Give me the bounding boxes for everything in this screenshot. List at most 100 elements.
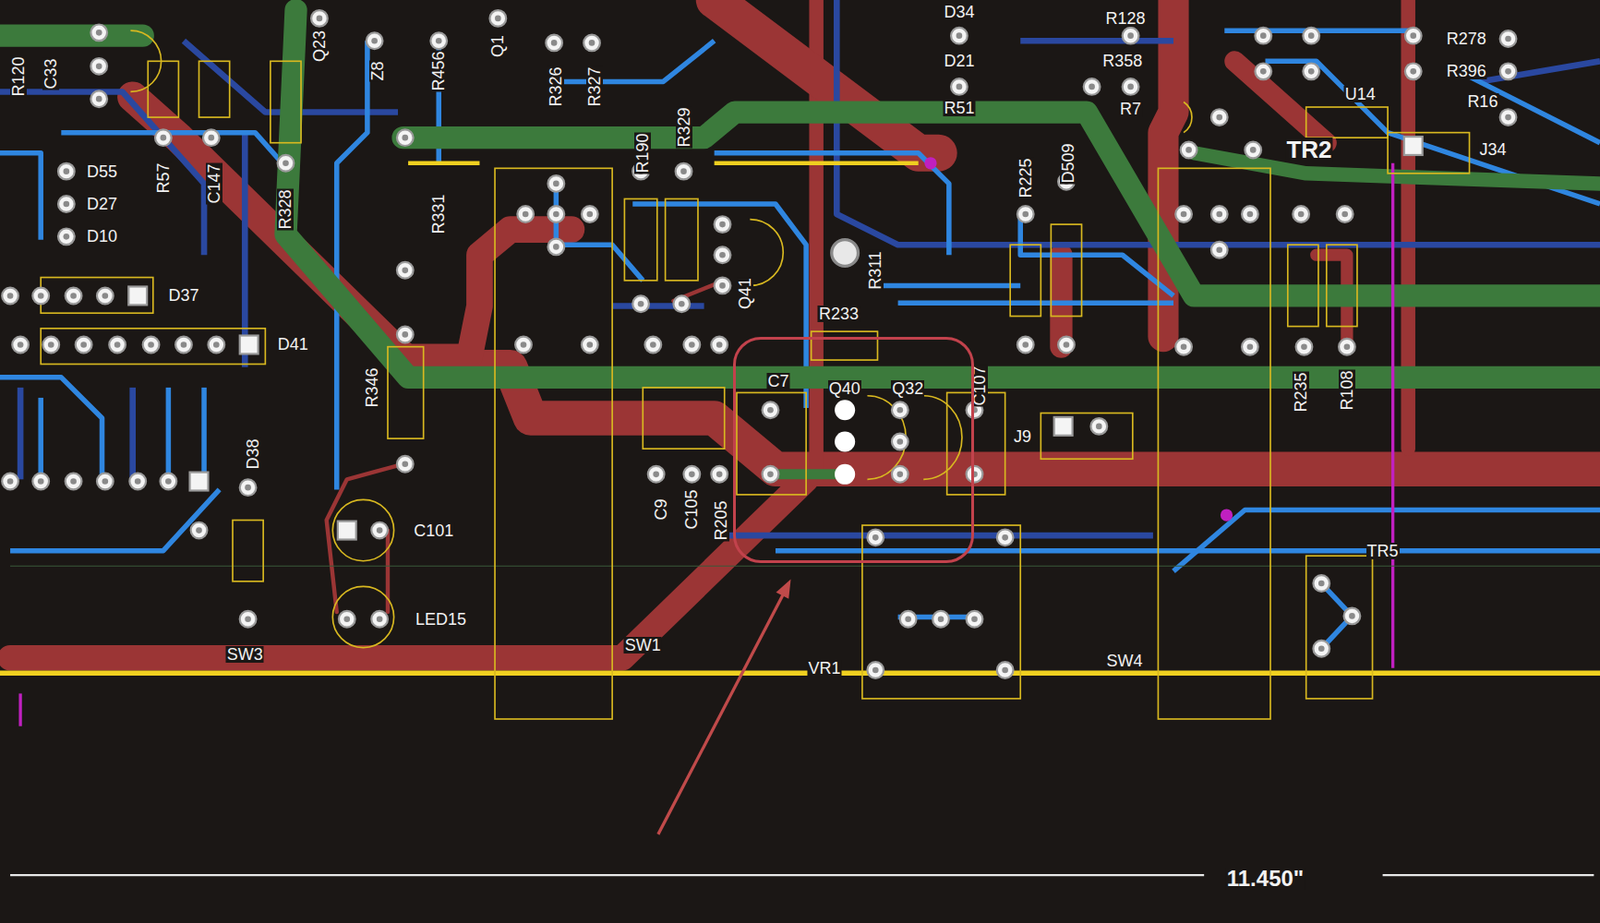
pads-item: [1500, 30, 1517, 48]
pads-item: [716, 470, 723, 478]
part-label: R51: [942, 99, 975, 117]
component-outlines-item: [1306, 555, 1373, 699]
pads-item: [1247, 343, 1254, 350]
pads-item: [1404, 136, 1423, 156]
pads-item: [719, 282, 726, 289]
pads-item: [7, 292, 14, 300]
callout-box: C7Q40Q32: [733, 336, 975, 564]
misc-lines-item: [10, 874, 1204, 877]
part-label: R346: [363, 366, 381, 409]
misc-lines-item: [408, 161, 480, 166]
pads-item: [1215, 246, 1223, 253]
pads-item: [997, 529, 1014, 546]
blue-traces-light-item: [775, 548, 1600, 554]
pads-item: [102, 478, 109, 485]
part-label: R225: [1017, 157, 1035, 200]
pads-item: [1063, 341, 1071, 349]
pads-item: [1298, 211, 1305, 218]
part-label: R326: [547, 65, 565, 108]
pads-item: [490, 10, 507, 27]
pads-item: [1254, 27, 1272, 45]
part-label: Q40: [828, 380, 862, 397]
blue-traces-light-item: [714, 153, 950, 255]
pads-item: [401, 267, 409, 275]
part-label: D37: [167, 287, 200, 304]
pads-item: [767, 470, 774, 478]
pads-item: [316, 15, 324, 23]
pads-item: [401, 331, 409, 338]
misc-lines-item: [924, 156, 937, 169]
blue-traces-dark-item: [17, 387, 25, 480]
pads-item: [70, 292, 77, 300]
pads-item: [376, 615, 384, 623]
pads-item: [165, 478, 172, 485]
misc-lines-item: [18, 693, 22, 726]
pads-item: [956, 84, 963, 91]
pads-item: [1127, 32, 1134, 39]
pads-item: [1409, 68, 1417, 75]
pads-item: [1405, 63, 1422, 81]
pads-item: [688, 341, 696, 349]
pads-item: [1244, 142, 1262, 159]
blue-traces-light-item: [336, 40, 368, 490]
pads-item: [207, 336, 225, 354]
pads-item: [180, 341, 188, 349]
pads-item: [950, 78, 968, 96]
blue-traces-light-item: [37, 397, 44, 480]
pads-item: [147, 341, 155, 349]
component-outlines-item: [1387, 132, 1469, 174]
pads-item: [244, 484, 252, 492]
pads-item: [581, 205, 599, 223]
pads-item: [70, 478, 77, 485]
pads-item: [652, 470, 660, 478]
pads-item: [632, 295, 650, 313]
pads-item: [1083, 78, 1101, 96]
blue-traces-light-item: [166, 387, 172, 480]
misc-lines-item: [1220, 508, 1233, 521]
pads-item: [32, 288, 49, 305]
pads-item: [834, 399, 855, 421]
pads-item: [1341, 211, 1348, 218]
pads-item: [938, 615, 945, 623]
pads-item: [673, 295, 690, 313]
pads-item: [1185, 146, 1192, 154]
pads-item: [42, 336, 60, 354]
pads-item: [366, 32, 384, 49]
pads-item: [96, 63, 103, 71]
pads-item: [675, 163, 693, 181]
pads-item: [17, 341, 25, 349]
pads-item: [376, 527, 384, 534]
pads-item: [134, 478, 142, 485]
pads-item: [1247, 211, 1254, 218]
part-label: R358: [1101, 52, 1143, 70]
pads-item: [1300, 343, 1308, 350]
component-outlines-item: [130, 30, 161, 92]
pads-item: [553, 180, 560, 188]
pads-item: [714, 216, 732, 233]
pads-item: [1296, 338, 1313, 356]
pads-item: [129, 473, 146, 491]
component-outlines-item: [1157, 168, 1271, 720]
pads-item: [891, 466, 909, 483]
pads-item: [338, 611, 356, 628]
pads-item: [1095, 423, 1103, 431]
pads-item: [648, 466, 665, 483]
pads-item: [160, 473, 178, 491]
pads-item: [1122, 78, 1140, 96]
pads-item: [896, 438, 903, 446]
pads-item: [1504, 68, 1512, 75]
pads-item: [1308, 68, 1315, 75]
blue-traces-light-item: [898, 300, 1174, 306]
pads-item: [1405, 27, 1422, 45]
misc-lines-item: [0, 671, 1600, 677]
blue-traces-light-item: [551, 40, 715, 82]
callout-arrow-item: [776, 579, 792, 600]
pads-item: [343, 615, 350, 623]
part-label: VR1: [807, 660, 843, 677]
pads-item: [240, 479, 257, 496]
pads: [1, 10, 1516, 679]
component-outlines-item: [40, 277, 154, 314]
pads-item: [520, 341, 528, 349]
